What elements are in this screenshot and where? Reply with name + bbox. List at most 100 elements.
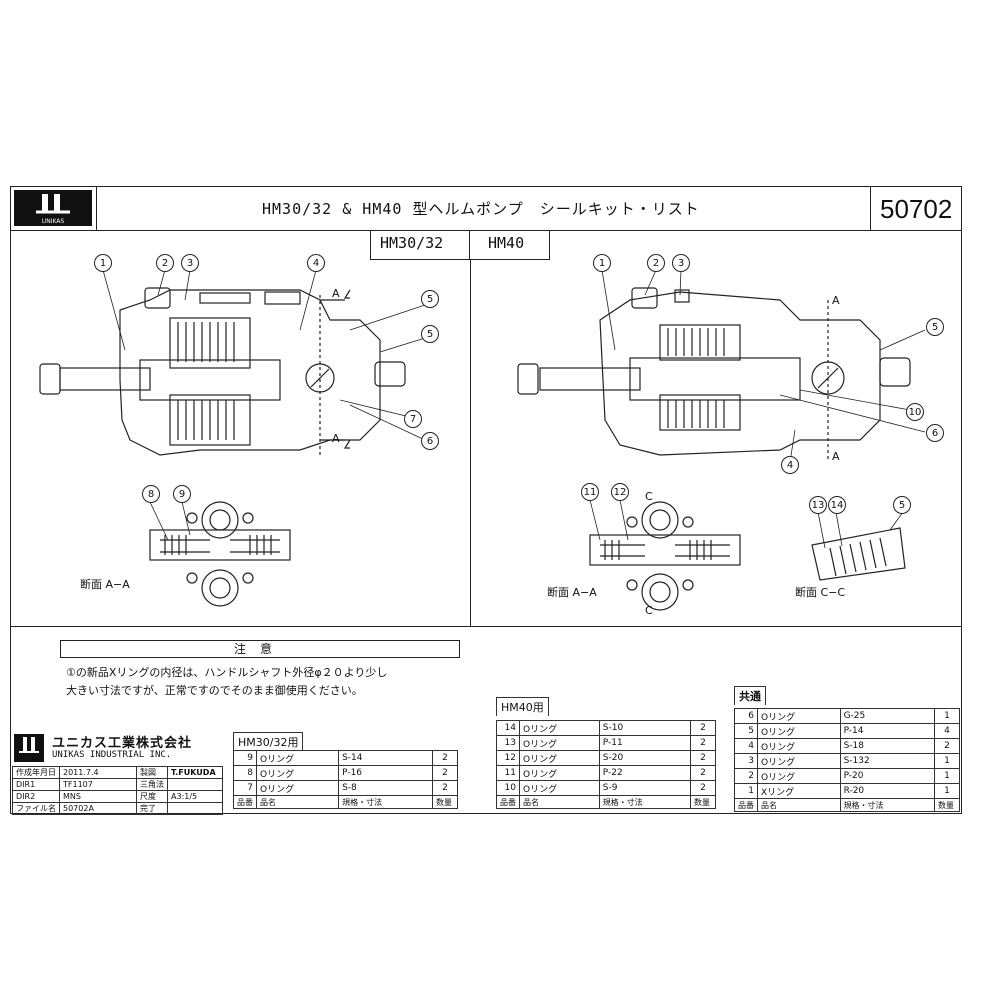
- header-spec: 規格・寸法: [598, 795, 692, 809]
- part-no: 12: [496, 750, 520, 766]
- section-cc-label: 断面 C−C: [795, 586, 846, 599]
- part-no: 6: [734, 708, 758, 724]
- part-spec: P-14: [839, 723, 936, 739]
- part-qty: 4: [934, 723, 960, 739]
- common-table-caption: 共通: [734, 686, 766, 705]
- part-spec: S-14: [338, 750, 433, 766]
- title-block-row: DIR2 MNS 尺度 A3:1/5: [12, 790, 223, 803]
- unikas-logo: UNIKAS: [14, 190, 92, 226]
- title-block-row: ファイル名 50702A 完了: [12, 802, 223, 815]
- callout-11: 11: [581, 483, 599, 501]
- part-qty: 1: [934, 783, 960, 799]
- company-name-en: UNIKAS INDUSTRIAL INC.: [52, 750, 172, 760]
- header-name: 品名: [519, 795, 600, 809]
- callout-6-left: 6: [421, 432, 439, 450]
- hm40-table-caption: HM40用: [496, 697, 549, 716]
- header-qty: 数量: [934, 798, 960, 812]
- callout-1-left: 1: [94, 254, 112, 272]
- part-no: 2: [734, 768, 758, 784]
- drawing-title: HM30/32 & HM40 型ヘルムポンプ シールキット・リスト: [262, 200, 700, 218]
- marker-c-bottom: C: [645, 604, 653, 617]
- tb-label: 三角法: [136, 778, 168, 791]
- tab-hm40: HM40: [488, 234, 525, 252]
- docno-divider: [870, 186, 871, 230]
- part-name: Oリング: [757, 768, 841, 784]
- tb-value: [167, 802, 223, 815]
- tb-value: TF1107: [59, 778, 137, 791]
- tb-value: 50702A: [59, 802, 137, 815]
- header-spec: 規格・寸法: [839, 798, 936, 812]
- part-qty: 1: [934, 768, 960, 784]
- part-qty: 2: [432, 750, 458, 766]
- callout-2-left: 2: [156, 254, 174, 272]
- callout-4-right: 4: [781, 456, 799, 474]
- part-name: Oリング: [519, 750, 600, 766]
- tb-label: DIR2: [12, 790, 60, 803]
- part-spec: S-132: [839, 753, 936, 769]
- callout-9: 9: [173, 485, 191, 503]
- part-spec: P-20: [839, 768, 936, 784]
- company-logo: [14, 734, 44, 762]
- tab-hm40-box: [470, 230, 550, 260]
- view-divider: [470, 260, 471, 626]
- part-no: 1: [734, 783, 758, 799]
- header-no: 品番: [496, 795, 520, 809]
- callout-5b-left: 5: [421, 325, 439, 343]
- note-title: 注意: [60, 640, 460, 658]
- title-block-row: 作成年月日 2011.7.4 製図 T.FUKUDA: [12, 766, 223, 779]
- header-no: 品番: [233, 795, 257, 809]
- marker-a-top-right: A: [832, 294, 840, 307]
- part-spec: P-11: [598, 735, 692, 751]
- header-qty: 数量: [432, 795, 458, 809]
- header-qty: 数量: [690, 795, 716, 809]
- svg-text:UNIKAS: UNIKAS: [42, 218, 65, 225]
- tb-label: 製図: [136, 766, 168, 779]
- part-spec: P-22: [598, 765, 692, 781]
- part-qty: 2: [432, 765, 458, 781]
- marker-a-top-left: A: [332, 287, 340, 300]
- part-name: Oリング: [757, 723, 841, 739]
- part-no: 4: [734, 738, 758, 754]
- tb-value: [167, 778, 223, 791]
- header-divider: [10, 230, 962, 231]
- callout-8: 8: [142, 485, 160, 503]
- header-spec: 規格・寸法: [338, 795, 433, 809]
- table-header-row: 品番品名規格・寸法数量: [233, 795, 458, 809]
- part-qty: 2: [432, 780, 458, 796]
- part-no: 3: [734, 753, 758, 769]
- section-aa-left-label: 断面 A−A: [80, 578, 130, 591]
- part-spec: R-20: [839, 783, 936, 799]
- document-number: 50702: [880, 194, 953, 224]
- hm3032-table-caption: HM30/32用: [233, 732, 304, 751]
- section-aa-right-label: 断面 A−A: [547, 586, 597, 599]
- callout-5-cc: 5: [893, 496, 911, 514]
- note-line-1: ①の新品Xリングの内径は、ハンドルシャフト外径φ２０より少し: [66, 666, 388, 679]
- tab-hm3032-box: [370, 230, 470, 260]
- part-spec: S-20: [598, 750, 692, 766]
- part-qty: 1: [934, 753, 960, 769]
- tb-label: DIR1: [12, 778, 60, 791]
- part-name: Oリング: [519, 780, 600, 796]
- part-name: Oリング: [255, 750, 340, 766]
- tab-hm3032: HM30/32: [380, 234, 444, 252]
- part-no: 5: [734, 723, 758, 739]
- part-name: Oリング: [519, 735, 600, 751]
- header-name: 品名: [757, 798, 841, 812]
- tb-label: 作成年月日: [12, 766, 60, 779]
- header-no: 品番: [734, 798, 758, 812]
- part-no: 14: [496, 720, 520, 736]
- marker-c-top: C: [645, 490, 653, 503]
